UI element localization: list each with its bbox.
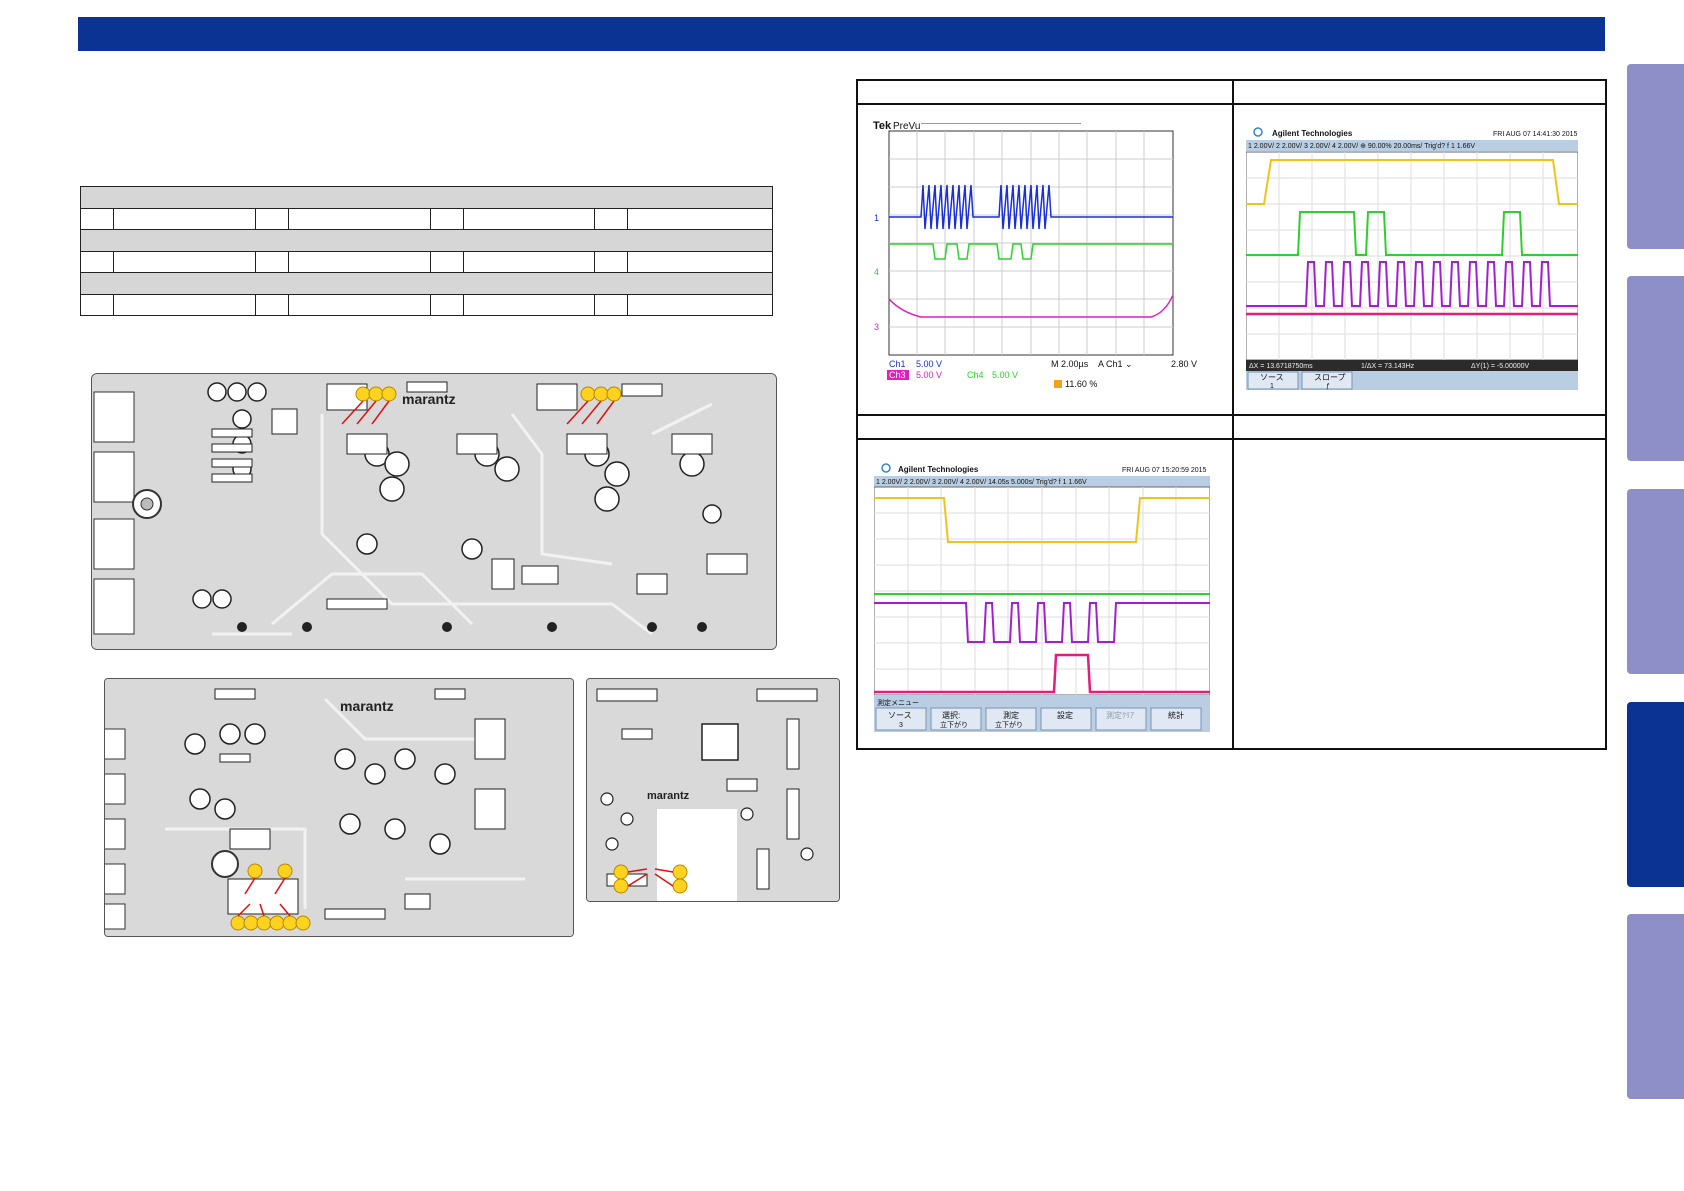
scope-position: 11.60 % (1065, 379, 1097, 389)
scope-trace-ch2 (1246, 211, 1578, 256)
table-row (80, 208, 773, 230)
scope-trace-ch3 (874, 602, 1210, 643)
scope-ch1-scale: 5.00 V (916, 359, 942, 369)
pcb-bottom-right-drawing: marantz (587, 679, 839, 901)
scope-status-line: 1 2.00V/ 2 2.00V/ 3 2.00V/ 4 2.00V/ ⊕ 90… (1248, 143, 1475, 150)
side-tab-1[interactable] (1627, 64, 1684, 249)
scope-menu-title: 測定メニュー (877, 698, 919, 707)
scope-ch3-scale: 5.00 V (916, 370, 942, 380)
pcb-bottom-left-board: marantz (104, 678, 574, 937)
pcb-brand-logo: marantz (647, 790, 690, 802)
scope-inverse-delta-x: 1/ΔX = 73.143Hz (1361, 363, 1415, 370)
scope-trigger-level: 2.80 V (1171, 359, 1197, 369)
scope-trace-ch1 (1246, 159, 1578, 205)
table-row (80, 251, 773, 273)
table-section-header-2 (80, 229, 773, 252)
scope-trace-ch3 (1246, 261, 1578, 307)
scope-ch3-label: Ch3 (889, 370, 906, 380)
softkey-value: 1 (1270, 383, 1274, 390)
scope-ch-marker: 4 (874, 267, 879, 277)
scope-capture-tek: Tek PreVu 1 4 3 Ch1 5.00 V Ch3 5.00 (871, 117, 1205, 389)
softkey-label: スロープ (1314, 373, 1346, 382)
pcb-brand-logo: marantz (402, 391, 456, 407)
scope-mode: PreVu (893, 121, 920, 132)
softkey-value: 立下がり (995, 720, 1023, 729)
softkey-label: ソース (888, 711, 912, 720)
side-tab-4-active[interactable] (1627, 702, 1684, 887)
scope-trigger: A Ch1 ⌄ (1098, 359, 1133, 369)
pcb-bottom-right-board: marantz (586, 678, 840, 902)
softkey-value: 立下がり (940, 720, 968, 729)
agilent-logo-icon (1253, 127, 1263, 137)
softkey-label: 測定 (1003, 710, 1019, 720)
scope-trace-ch1 (889, 184, 1173, 230)
scope-ch4-label: Ch4 (967, 370, 984, 380)
scope-trace-ch4 (889, 243, 1173, 260)
scope-ch4-scale: 5.00 V (992, 370, 1018, 380)
scope-brand: Agilent Technologies (898, 465, 979, 474)
scope-timebase: M 2.00µs (1051, 359, 1089, 369)
scope-ch1-label: Ch1 (889, 359, 906, 369)
scope-datetime: FRI AUG 07 15:20:59 2015 (1122, 467, 1207, 474)
grid-divider-row-3 (858, 438, 1605, 440)
side-tab-3[interactable] (1627, 489, 1684, 674)
table-row (80, 294, 773, 316)
grid-divider-row-2 (858, 414, 1605, 416)
side-tab-2[interactable] (1627, 276, 1684, 461)
scope-ch-marker: 3 (874, 322, 879, 332)
table-section-header-1 (80, 186, 773, 209)
reference-table (80, 186, 773, 316)
softkey-label: 統計 (1168, 710, 1184, 720)
softkey-value: 3 (899, 722, 903, 729)
scope-brand: Tek (873, 120, 892, 132)
scope-trace-ch3 (888, 294, 1174, 318)
pcb-bottom-left-drawing: marantz (105, 679, 573, 936)
scope-trace-ch1 (874, 497, 1210, 543)
softkey-label: 測定ｸﾘｱ (1106, 710, 1134, 720)
header-bar (78, 17, 1605, 51)
softkey-value: ƒ (1326, 383, 1330, 390)
scope-delta-y: ΔY(1) = -5.00000V (1471, 363, 1530, 370)
waveform-panel-grid (856, 79, 1607, 750)
scope-datetime: FRI AUG 07 14:41:30 2015 (1493, 131, 1578, 138)
softkey-label: ソース (1260, 373, 1284, 382)
scope-trace-ch4 (874, 653, 1210, 694)
table-section-header-3 (80, 272, 773, 295)
pcb-top-board: marantz (91, 373, 777, 650)
softkey-label: 選択: (942, 710, 960, 720)
side-tab-5[interactable] (1627, 914, 1684, 1099)
softkey-label: 設定 (1057, 710, 1073, 720)
scope-capture-agilent-2: Agilent Technologies FRI AUG 07 15:20:59… (874, 460, 1210, 732)
scope-status-line: 1 2.00V/ 2 2.00V/ 3 2.00V/ 4 2.00V/ 14.0… (876, 479, 1087, 486)
pcb-brand-logo: marantz (340, 698, 394, 714)
scope-capture-agilent-1: Agilent Technologies FRI AUG 07 14:41:30… (1246, 124, 1578, 390)
scope-brand: Agilent Technologies (1272, 129, 1353, 138)
agilent-logo-icon (881, 463, 891, 473)
scope-delta-x: ΔX = 13.6718750ms (1249, 363, 1313, 370)
pcb-top-drawing: marantz (92, 374, 776, 649)
grid-divider-row-1 (858, 103, 1605, 105)
scope-ch-marker: 1 (874, 213, 879, 223)
